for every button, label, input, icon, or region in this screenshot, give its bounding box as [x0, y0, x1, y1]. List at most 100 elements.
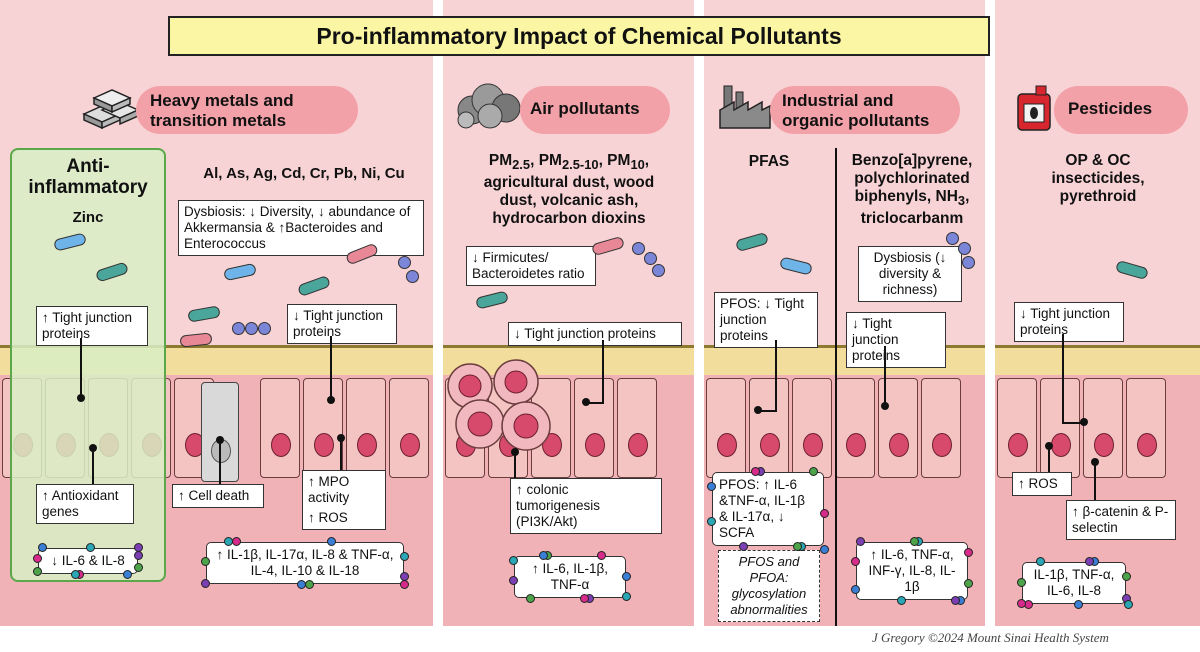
cytokine-dot: [851, 557, 860, 567]
pesticide-line: OP & OC: [1065, 152, 1131, 169]
heavy-metals-dysbiosis-box: Dysbiosis: ↓ Diversity, ↓ abundance of A…: [178, 200, 424, 256]
page-title: Pro-inflammatory Impact of Chemical Poll…: [168, 16, 990, 56]
firmicutes-ratio-box: ↓ Firmicutes/ Bacteroidetes ratio: [466, 246, 596, 286]
cytokine-dot: [1017, 578, 1026, 588]
epithelial-cell: [706, 378, 746, 478]
cytokine-dot: [751, 467, 761, 476]
credit-line: J Gregory ©2024 Mount Sinai Health Syste…: [872, 630, 1109, 645]
cytokine-dot: [33, 553, 42, 563]
cytokine-dot: [526, 594, 536, 603]
cytokine-dot: [326, 537, 336, 546]
organic-tight-junction-box: ↓ Tight junction proteins: [846, 312, 946, 368]
cell-nucleus: [803, 433, 823, 457]
cytokine-dot: [1085, 557, 1095, 566]
connector-pin: [582, 398, 590, 406]
cell-nucleus: [889, 433, 909, 457]
cytokine-dot: [596, 551, 606, 560]
cell-nucleus: [760, 433, 780, 457]
connector-pin: [1091, 458, 1099, 466]
epithelial-cell: [1083, 378, 1123, 478]
epithelial-cell: [389, 378, 429, 478]
cytokine-dot: [820, 509, 829, 518]
cytokine-dot: [964, 548, 973, 558]
cell-nucleus: [271, 433, 291, 457]
air-agent-line-1: PM2.5, PM2.5-10, PM10,: [450, 152, 688, 174]
organic-line: polychlorinated: [854, 170, 970, 187]
cytokine-dot: [738, 542, 748, 551]
anti-inflammatory-title: Anti- inflammatory: [14, 156, 162, 198]
zinc-label: Zinc: [72, 209, 104, 226]
air-tight-junction-box: ↓ Tight junction proteins: [508, 322, 682, 346]
cytokine-dot: [1017, 598, 1026, 608]
epithelial-cell: [303, 378, 343, 478]
heavy-metals-cytokine-box: ↑ IL-1β, IL-17α, IL-8 & TNF-α, IL-4, IL-…: [206, 542, 404, 584]
title-line: Anti-: [66, 156, 110, 177]
cytokine-dot: [71, 570, 80, 579]
heavy-metals-heading: Heavy metals and transition metals: [136, 86, 358, 134]
cytokine-dot: [38, 543, 47, 552]
cytokine-dot: [134, 543, 143, 552]
heavy-metals-tight-junction-box: ↓ Tight junction proteins: [287, 304, 397, 344]
cell-nucleus: [1008, 433, 1028, 457]
cytokine-dot: [509, 556, 518, 565]
cell-nucleus: [846, 433, 866, 457]
cocci: [652, 264, 665, 277]
cytokine-dot: [622, 591, 631, 601]
cytokine-dot: [86, 543, 95, 552]
catenin-box: ↑ β-catenin & P-selectin: [1066, 500, 1176, 540]
cell-nucleus: [1137, 433, 1157, 457]
cytokine-dot: [231, 537, 241, 546]
heading-line: Air pollutants: [530, 99, 640, 118]
pesticide-line: pyrethroid: [1059, 188, 1137, 205]
heavy-metals-agents: Al, As, Ag, Cd, Cr, Pb, Ni, Cu: [203, 165, 405, 182]
connector: [586, 402, 604, 404]
cytokine-dot: [123, 570, 132, 579]
epithelial-cell: [835, 378, 875, 478]
cocci: [644, 252, 657, 265]
organic-line-nh3: biphenyls, NH3,: [842, 188, 982, 210]
connector: [80, 338, 82, 396]
epithelial-cell: [921, 378, 961, 478]
connector: [92, 448, 94, 484]
cytokine-dot: [1123, 600, 1133, 609]
zinc-tight-junction-box: ↑ Tight junction proteins: [36, 306, 148, 346]
cell-nucleus: [1094, 433, 1114, 457]
connector: [1062, 334, 1064, 424]
heading-line: Heavy metals and: [150, 91, 294, 110]
epithelial-cell: [749, 378, 789, 478]
cytokine-dot: [134, 550, 143, 560]
connector: [1094, 462, 1096, 500]
cell-nucleus: [717, 433, 737, 457]
connector-pin: [1080, 418, 1088, 426]
cytokine-dot: [33, 567, 42, 577]
cocci: [632, 242, 645, 255]
connector-pin: [89, 444, 97, 452]
cytokine-dot: [1035, 557, 1045, 566]
zinc-cytokine-box: ↓ IL-6 & IL-8: [38, 548, 138, 574]
pesticide-canister-icon: [1017, 85, 1051, 131]
connector: [340, 438, 342, 470]
pfas-label: PFAS: [748, 153, 790, 170]
cytokine-dot: [580, 594, 590, 603]
cytokine-dot: [707, 481, 716, 491]
epithelial-cell: [574, 378, 614, 478]
connector: [602, 340, 604, 404]
cell-nucleus: [400, 433, 420, 457]
epithelial-cell: [792, 378, 832, 478]
cell-nucleus: [585, 433, 605, 457]
cocci: [946, 232, 959, 245]
cocci: [406, 270, 419, 283]
air-pollutants-heading: Air pollutants: [520, 86, 670, 134]
connector-pin: [1045, 442, 1053, 450]
connector-pin: [327, 396, 335, 404]
epithelial-cell: [997, 378, 1037, 478]
organic-cytokine-box: ↑ IL-6, TNF-α, INF-γ, IL-8, IL-1β: [856, 542, 968, 600]
pm-label: PM2.5, PM2.5-10, PM10,: [488, 152, 650, 173]
factory-icon: [719, 85, 771, 129]
heading-line: Pesticides: [1068, 99, 1153, 118]
cytokine-dot: [134, 563, 143, 573]
cytokine-dot: [851, 584, 860, 594]
cytokine-dot: [909, 537, 919, 546]
cytokine-dot: [622, 571, 631, 581]
cytokine-dot: [538, 551, 548, 560]
